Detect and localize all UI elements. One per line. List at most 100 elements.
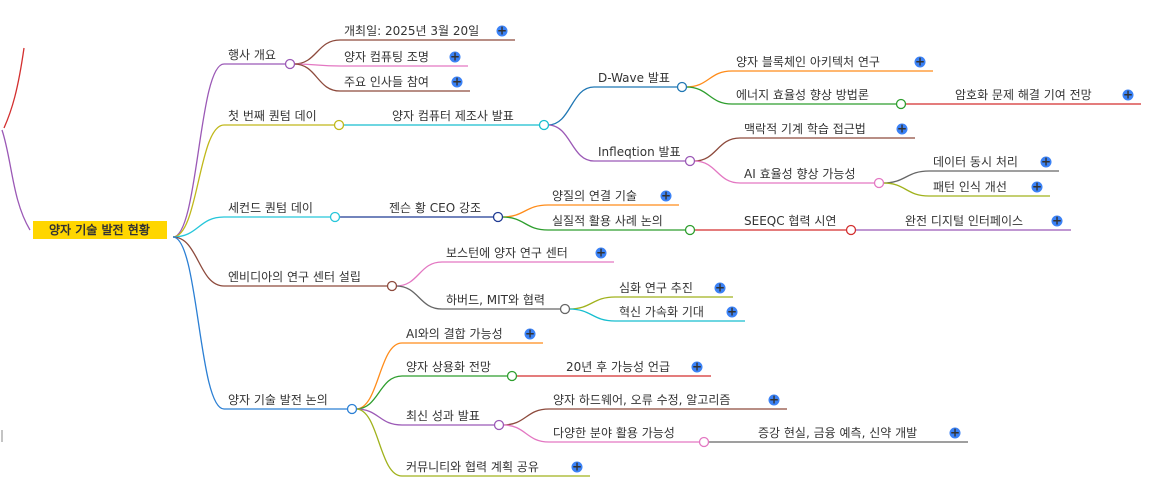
connector-line [172,216,225,238]
connector-line [355,408,403,477]
expand-plus-icon[interactable]: + [914,55,926,69]
node-label: 주요 인사들 참여 [344,75,429,89]
connector-line [293,39,341,65]
collapse-toggle-icon[interactable] [698,436,710,448]
expand-plus-icon[interactable]: + [726,305,738,319]
node-label: 양질의 연결 기술 [552,189,637,203]
node-label: 젠슨 황 CEO 강조 [389,201,481,215]
expand-plus-icon[interactable]: + [1031,180,1043,194]
node-label: 개최일: 2025년 3월 20일 [344,24,479,38]
collapse-toggle-icon[interactable] [845,224,857,236]
branch-label: 세컨드 퀀텀 데이 [228,201,313,215]
collapse-toggle-icon[interactable] [346,403,358,415]
expand-plus-icon[interactable]: + [1040,155,1052,169]
node-label: 양자 하드웨어, 오류 수정, 알고리즘 [553,393,730,407]
offscreen-connector [3,47,25,129]
expand-plus-icon[interactable]: + [1051,214,1063,228]
svg-text:+: + [1052,214,1062,228]
expand-plus-icon[interactable]: + [660,189,672,203]
node-label: 양자 블록체인 아키텍처 연구 [736,55,880,69]
node-label: AI 효율성 향상 가능성 [744,167,856,181]
connector-line [293,63,341,92]
collapse-toggle-icon[interactable] [676,81,688,93]
connector-line [172,236,225,287]
collapse-toggle-icon[interactable] [559,303,571,315]
svg-text:+: + [715,281,725,295]
connector-line [502,408,550,426]
collapse-toggle-icon[interactable] [684,224,696,236]
svg-text:+: + [596,246,606,260]
node-label: 에너지 효율성 향상 방법론 [736,88,869,102]
expand-plus-icon[interactable]: + [714,281,726,295]
expand-plus-icon[interactable]: + [449,50,461,64]
collapse-toggle-icon[interactable] [506,370,518,382]
collapse-toggle-icon[interactable] [684,155,696,167]
connector-line [355,342,403,410]
connector-line [568,296,616,310]
connector-line [501,204,549,218]
node-label: 20년 후 가능성 언급 [566,360,670,374]
expand-plus-icon[interactable]: + [571,460,583,474]
expand-plus-icon[interactable]: + [949,426,961,440]
root-node-highlight[interactable] [33,221,167,239]
node-label: Infleqtion 발표 [598,145,681,159]
branch-label: 첫 번째 퀀텀 데이 [228,109,317,123]
node-label: 양자 상용화 전망 [406,360,491,374]
collapse-toggle-icon[interactable] [284,58,296,70]
svg-text:+: + [497,24,507,38]
node-label: 증강 현실, 금융 예측, 신약 개발 [758,425,917,440]
svg-text:+: + [727,305,737,319]
connector-line [502,424,550,443]
node-label: 양자 컴퓨팅 조명 [344,50,429,64]
connector-line [882,182,930,197]
svg-text:+: + [1032,180,1042,194]
expand-plus-icon[interactable]: + [896,122,908,136]
connector-line [693,137,741,162]
node-label: 커뮤니티와 협력 계획 공유 [406,460,539,474]
expand-plus-icon[interactable]: + [768,393,780,407]
collapse-toggle-icon[interactable] [333,119,345,131]
connectors [1,39,1141,477]
connector-line [172,124,225,238]
node-label: 암호화 문제 해결 기여 전망 [955,88,1092,102]
offscreen-connector [1,129,31,231]
connector-line [172,63,225,238]
connector-line [395,285,443,310]
node-label: D-Wave 발표 [598,71,670,85]
collapse-toggle-icon[interactable] [538,119,550,131]
expand-plus-icon[interactable]: + [595,246,607,260]
collapse-toggle-icon[interactable] [329,211,341,223]
connector-line [355,408,403,426]
collapse-toggle-icon[interactable] [492,211,504,223]
branch-label: 양자 기술 발전 논의 [228,393,328,407]
expand-plus-icon[interactable]: + [451,75,463,89]
node-label: 최신 성과 발표 [406,409,480,423]
node-label: 심화 연구 추진 [619,281,693,295]
connector-line [882,170,930,184]
svg-text:+: + [950,426,960,440]
expand-plus-icon[interactable]: + [496,24,508,38]
node-label: 데이터 동시 처리 [933,155,1018,169]
node-label: 하버드, MIT와 협력 [446,293,545,307]
collapse-toggle-icon[interactable] [873,177,885,189]
node-label: 다양한 분야 활용 가능성 [553,426,675,440]
expand-plus-icon[interactable]: + [524,327,536,341]
svg-text:+: + [1041,155,1051,169]
svg-text:+: + [452,75,462,89]
svg-text:+: + [692,360,702,374]
node-label: 실질적 활용 사례 논의 [552,214,663,228]
svg-text:+: + [1123,88,1133,102]
expand-plus-icon[interactable]: + [691,360,703,374]
collapse-toggle-icon[interactable] [493,419,505,431]
svg-text:+: + [897,122,907,136]
collapse-toggle-icon[interactable] [895,98,907,110]
expand-plus-icon[interactable]: + [1122,88,1134,102]
branch-label: 엔비디아의 연구 센터 설립 [228,270,361,284]
connector-line [547,124,595,162]
connector-line [172,236,225,410]
connector-line [547,86,595,126]
collapse-toggle-icon[interactable] [386,280,398,292]
svg-text:+: + [769,393,779,407]
